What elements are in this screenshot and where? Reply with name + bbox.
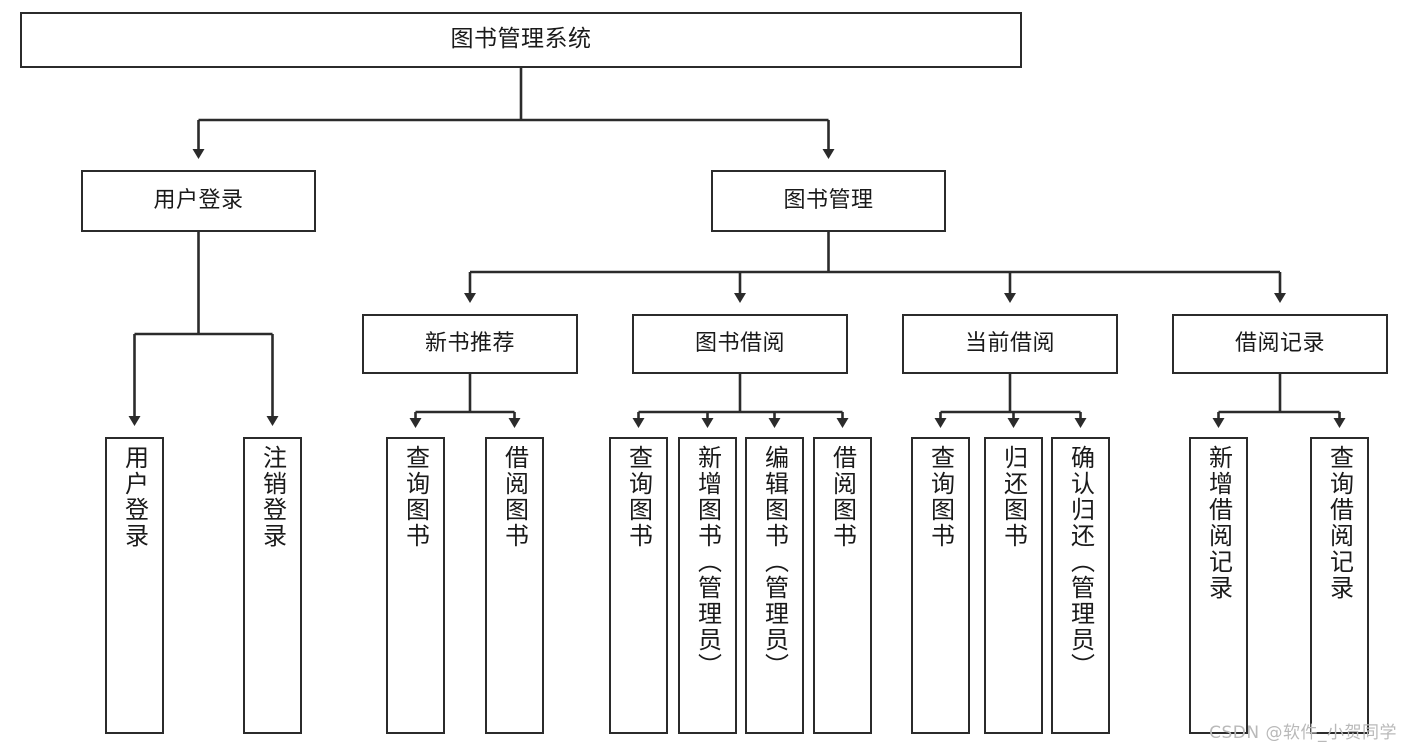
leaf-query-book-1-label: 查询图书	[401, 445, 430, 549]
node-book-borrow[interactable]: 图书借阅	[632, 314, 848, 374]
node-new-book-recommend-label: 新书推荐	[424, 331, 515, 357]
leaf-add-book[interactable]: 新增图书（管理员）	[678, 437, 737, 734]
node-book-management-label: 图书管理	[783, 188, 874, 214]
leaf-borrow-book-1[interactable]: 借阅图书	[485, 437, 544, 734]
leaf-borrow-book-2[interactable]: 借阅图书	[813, 437, 872, 734]
node-root-label: 图书管理系统	[450, 26, 592, 53]
leaf-query-book-3[interactable]: 查询图书	[911, 437, 970, 734]
leaf-query-book-2-label: 查询图书	[624, 445, 653, 549]
leaf-query-book-1[interactable]: 查询图书	[386, 437, 445, 734]
leaf-edit-book[interactable]: 编辑图书（管理员）	[745, 437, 804, 734]
leaf-add-book-label: 新增图书（管理员）	[693, 445, 722, 679]
leaf-query-record[interactable]: 查询借阅记录	[1310, 437, 1369, 734]
leaf-user-login[interactable]: 用户登录	[105, 437, 164, 734]
node-current-borrow[interactable]: 当前借阅	[902, 314, 1118, 374]
leaf-query-record-label: 查询借阅记录	[1325, 445, 1354, 601]
leaf-logout-label: 注销登录	[258, 445, 287, 549]
leaf-borrow-book-1-label: 借阅图书	[500, 445, 529, 549]
node-borrow-record-label: 借阅记录	[1234, 331, 1325, 357]
leaf-confirm-return-label: 确认归还（管理员）	[1066, 445, 1095, 679]
leaf-user-login-label: 用户登录	[120, 445, 149, 549]
leaf-logout[interactable]: 注销登录	[243, 437, 302, 734]
leaf-borrow-book-2-label: 借阅图书	[828, 445, 857, 549]
node-book-management[interactable]: 图书管理	[711, 170, 946, 232]
node-user-login[interactable]: 用户登录	[81, 170, 316, 232]
leaf-add-record[interactable]: 新增借阅记录	[1189, 437, 1248, 734]
leaf-return-book-label: 归还图书	[999, 445, 1028, 549]
node-user-login-label: 用户登录	[153, 188, 244, 214]
leaf-confirm-return[interactable]: 确认归还（管理员）	[1051, 437, 1110, 734]
node-current-borrow-label: 当前借阅	[964, 331, 1055, 357]
leaf-query-book-3-label: 查询图书	[926, 445, 955, 549]
node-borrow-record[interactable]: 借阅记录	[1172, 314, 1388, 374]
node-book-borrow-label: 图书借阅	[694, 331, 785, 357]
node-root[interactable]: 图书管理系统	[20, 12, 1022, 68]
leaf-edit-book-label: 编辑图书（管理员）	[760, 445, 789, 679]
leaf-add-record-label: 新增借阅记录	[1204, 445, 1233, 601]
node-new-book-recommend[interactable]: 新书推荐	[362, 314, 578, 374]
leaf-return-book[interactable]: 归还图书	[984, 437, 1043, 734]
csdn-watermark: CSDN @软件_小贺同学	[1209, 723, 1397, 743]
leaf-query-book-2[interactable]: 查询图书	[609, 437, 668, 734]
